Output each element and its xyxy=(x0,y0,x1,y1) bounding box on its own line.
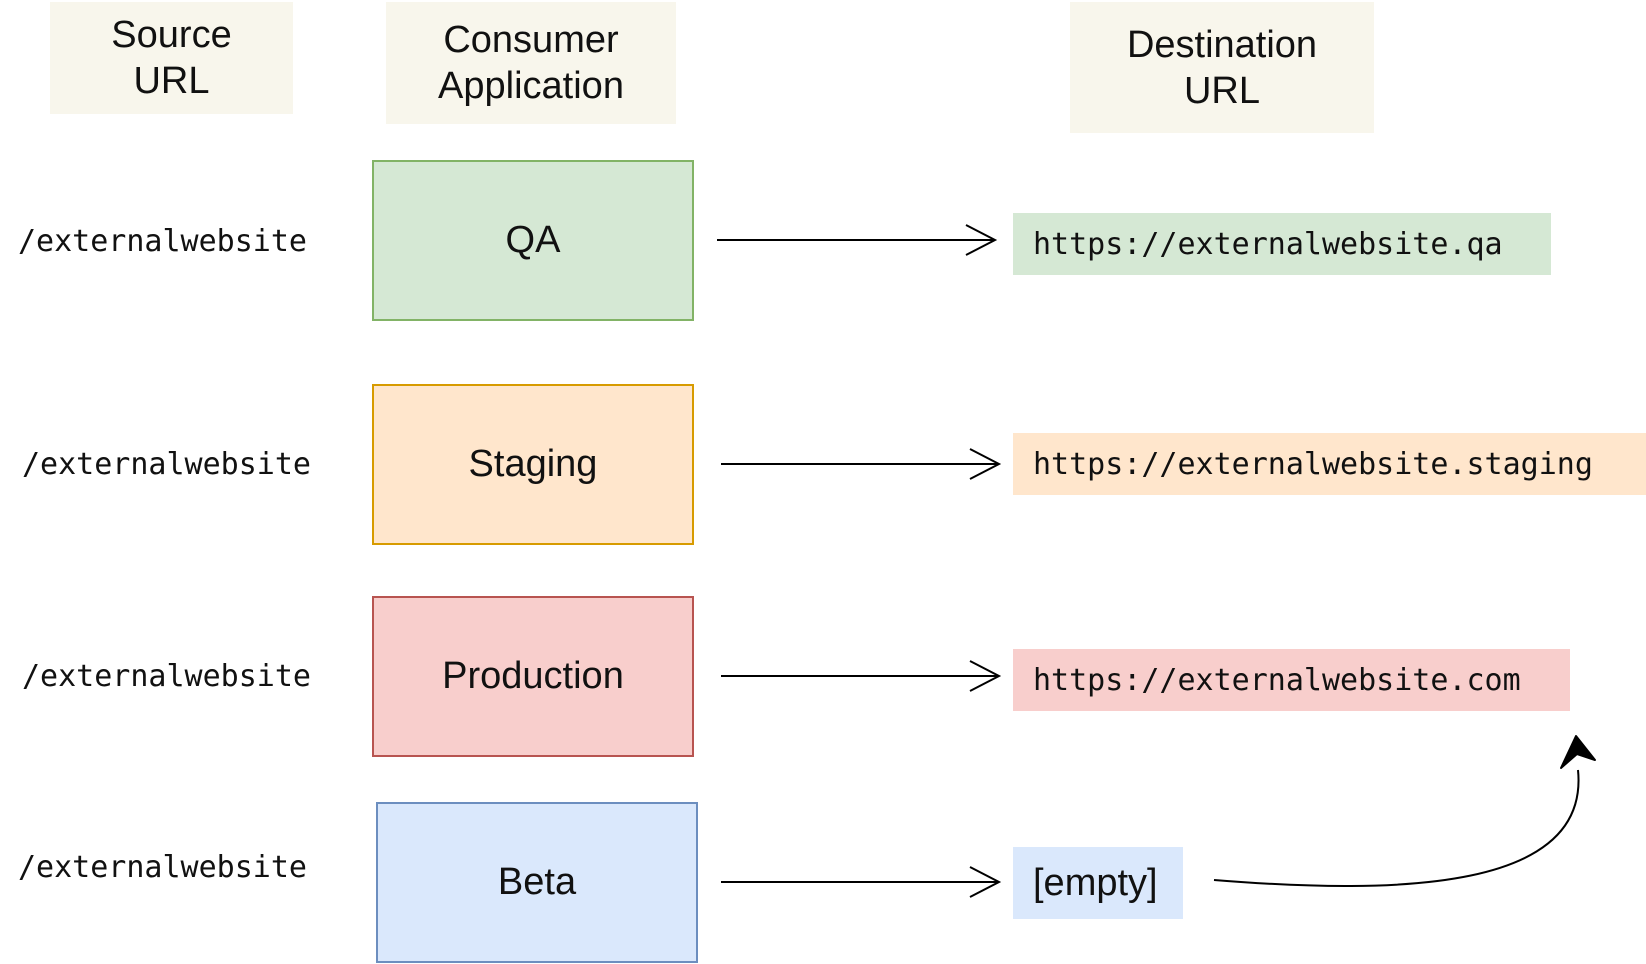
destination-url-beta: [empty] xyxy=(1013,847,1183,919)
app-box-production: Production xyxy=(372,596,694,757)
app-box-beta: Beta xyxy=(376,802,698,963)
destination-url-qa: https://externalwebsite.qa xyxy=(1013,213,1551,275)
arrow-beta-head xyxy=(969,866,1002,898)
arrow-qa-head xyxy=(965,224,998,256)
arrow-staging-head xyxy=(969,448,1002,480)
header-destination-url: Destination URL xyxy=(1070,2,1374,133)
source-url-production: /externalwebsite xyxy=(22,659,311,694)
destination-url-production: https://externalwebsite.com xyxy=(1013,649,1570,711)
arrow-production-head xyxy=(969,660,1002,692)
fallback-curve-arrow xyxy=(1213,769,1580,887)
destination-url-staging: https://externalwebsite.staging xyxy=(1013,433,1646,495)
header-source-url: Source URL xyxy=(50,2,293,114)
source-url-staging: /externalwebsite xyxy=(22,447,311,482)
app-box-qa: QA xyxy=(372,160,694,321)
fallback-arrowhead-icon xyxy=(1560,735,1596,769)
source-url-beta: /externalwebsite xyxy=(18,850,307,885)
source-url-qa: /externalwebsite xyxy=(18,224,307,259)
header-consumer-application: Consumer Application xyxy=(386,2,676,124)
app-box-staging: Staging xyxy=(372,384,694,545)
